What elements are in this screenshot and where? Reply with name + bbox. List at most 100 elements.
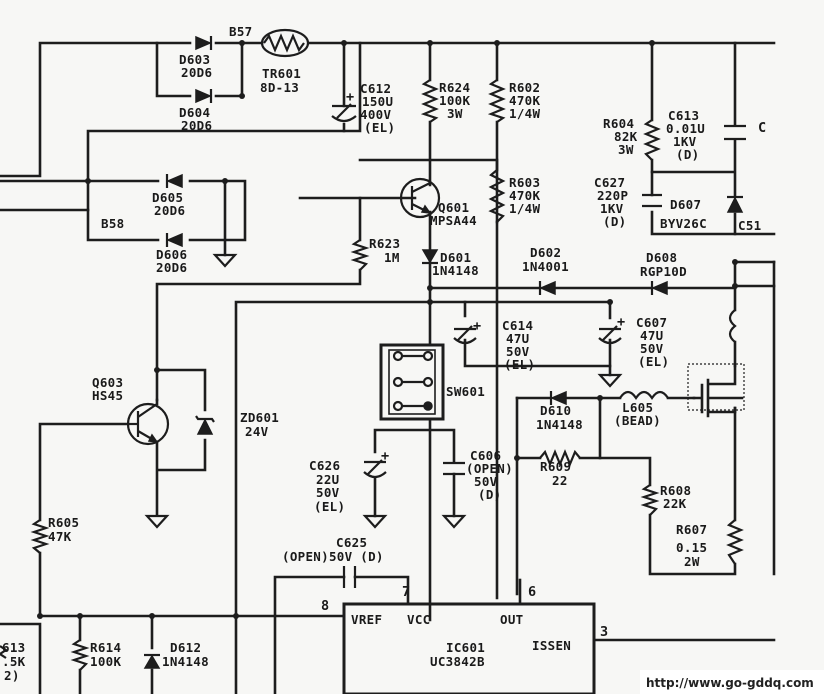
label-c613-v1: 0.01U	[666, 121, 705, 136]
label-q601-val: MPSA44	[430, 213, 477, 228]
label-c614-plus: +	[473, 318, 481, 334]
diode-d602	[538, 280, 556, 296]
label-sw601: SW601	[446, 384, 485, 399]
label-d605-ref: D605	[152, 190, 183, 205]
label-ic-vcc: VCC	[407, 612, 430, 627]
label-c614-v1: 47U	[506, 331, 529, 346]
label-r609-ref: R609	[540, 459, 571, 474]
thermistor-tr601	[260, 28, 310, 58]
label-q603-val: HS45	[92, 388, 123, 403]
label-c626-v1: 22U	[316, 472, 339, 487]
label-zd601-val: 24V	[245, 424, 269, 439]
label-b58: B58	[101, 216, 124, 231]
label-tr601-val: 8D-13	[260, 80, 299, 95]
label-d606-val: 20D6	[156, 260, 187, 275]
label-l605-val: (BEAD)	[614, 413, 661, 428]
label-d607-ref: D607	[670, 197, 701, 212]
label-c625-ref: C625	[336, 535, 367, 550]
label-c607-v3: (EL)	[638, 354, 669, 369]
switch-sw601	[379, 343, 445, 421]
label-r605-val: 47K	[48, 529, 72, 544]
diode-d607	[726, 195, 744, 213]
label-c607-ref: C607	[636, 315, 667, 330]
inductors	[619, 309, 737, 400]
watermark-url: http://www.go-gddq.com	[646, 676, 814, 690]
label-pin7: 7	[402, 584, 410, 600]
label-l605-ref: L605	[622, 400, 653, 415]
label-c626-v3: (EL)	[314, 499, 345, 514]
label-r609-val: 22	[552, 473, 568, 488]
label-r603-ref: R603	[509, 175, 540, 190]
label-r614-ref: R614	[90, 640, 121, 655]
transistor-q601	[399, 177, 441, 219]
label-r607-ref: R607	[676, 522, 707, 537]
label-c626-plus: +	[381, 448, 389, 464]
label-d608-ref: D608	[646, 250, 677, 265]
label-c625-val: (OPEN)50V (D)	[282, 549, 384, 564]
label-d603-val: 20D6	[181, 65, 212, 80]
diode-d601	[421, 249, 439, 265]
label-pin3: 3	[600, 624, 608, 640]
label-q603-ref: Q603	[92, 375, 123, 390]
mosfet	[687, 363, 745, 411]
label-ic601-ref: IC601	[446, 640, 485, 655]
label-c614-ref: C614	[502, 318, 533, 333]
diode-d608	[650, 280, 668, 296]
label-r613-extra: 2)	[4, 668, 20, 683]
label-d610-val: 1N4148	[536, 417, 583, 432]
label-d601-val: 1N4148	[432, 263, 479, 278]
resistors	[0, 79, 744, 671]
label-c627-v3: (D)	[603, 214, 626, 229]
label-c613-ref: C613	[668, 108, 699, 123]
label-r608-val: 22K	[663, 496, 687, 511]
label-zd601-ref: ZD601	[240, 410, 279, 425]
label-d612-ref: D612	[170, 640, 201, 655]
label-c612-plus: +	[346, 89, 354, 105]
label-d610-ref: D610	[540, 403, 571, 418]
label-c626-v2: 50V	[316, 485, 340, 500]
label-c627-ref: C627	[594, 175, 625, 190]
label-r602-v1: 470K	[509, 93, 540, 108]
label-r604-ref: R604	[603, 116, 634, 131]
label-d612-val: 1N4148	[162, 654, 209, 669]
label-r623-val: 1M	[384, 250, 400, 265]
label-c613-v3: (D)	[676, 147, 699, 162]
label-c607-v1: 47U	[640, 328, 663, 343]
label-r624-v2: 3W	[447, 106, 463, 121]
label-c612-ref: C612	[360, 81, 391, 96]
label-c612-v2: 400V	[360, 107, 391, 122]
label-r602-ref: R602	[509, 80, 540, 95]
diode-d603	[195, 35, 213, 51]
label-d606-ref: D606	[156, 247, 187, 262]
label-r623-ref: R623	[369, 236, 400, 251]
label-tr601-ref: TR601	[262, 66, 301, 81]
label-r614-val: 100K	[90, 654, 121, 669]
label-d602-val: 1N4001	[522, 259, 569, 274]
label-b57: B57	[229, 24, 252, 39]
label-d608-val: RGP10D	[640, 264, 687, 279]
label-d605-val: 20D6	[154, 203, 185, 218]
diode-d610	[549, 390, 567, 406]
label-r607-v1: 0.15	[676, 540, 707, 555]
label-ic601-val: UC3842B	[430, 654, 485, 669]
junction-dots	[37, 40, 738, 619]
label-r608-ref: R608	[660, 483, 691, 498]
label-d602-ref: D602	[530, 245, 561, 260]
label-r607-v2: 2W	[684, 554, 700, 569]
label-d601-ref: D601	[440, 250, 471, 265]
label-pin6: 6	[528, 584, 536, 600]
label-r624-ref: R624	[439, 80, 470, 95]
label-d603-ref: D603	[179, 52, 210, 67]
label-q601-ref: Q601	[438, 200, 469, 215]
label-r624-v1: 100K	[439, 93, 470, 108]
label-c-right: C	[758, 120, 766, 136]
label-d604-ref: D604	[179, 105, 210, 120]
diode-d604	[195, 88, 213, 104]
label-c612-v1: 150U	[362, 94, 393, 109]
label-c614-v3: (EL)	[504, 357, 535, 372]
label-c627-v2: 1KV	[600, 201, 624, 216]
label-c612-v3: (EL)	[364, 120, 395, 135]
label-c627-v1: 220P	[597, 188, 628, 203]
